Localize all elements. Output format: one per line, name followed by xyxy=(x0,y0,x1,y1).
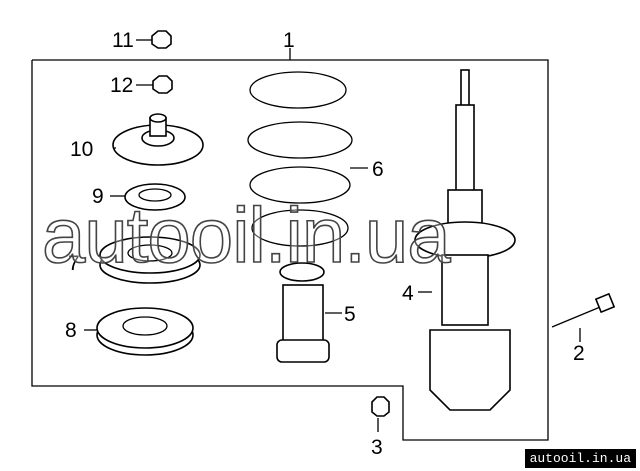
spring-seat-part[interactable] xyxy=(99,236,201,284)
nut-11-part[interactable] xyxy=(151,30,172,49)
nut-12-part[interactable] xyxy=(152,75,173,94)
upper-mount-part[interactable] xyxy=(112,113,204,166)
coil-spring-part[interactable] xyxy=(247,71,353,247)
callout-9: 9 xyxy=(92,185,104,208)
site-badge: autooil.in.ua xyxy=(524,449,636,468)
callout-3: 3 xyxy=(371,436,383,459)
callout-2: 2 xyxy=(573,342,585,365)
callout-1: 1 xyxy=(283,29,295,52)
callout-7: 7 xyxy=(68,252,80,275)
callout-12: 12 xyxy=(110,74,133,97)
callout-11: 11 xyxy=(112,29,134,52)
callout-8: 8 xyxy=(65,319,77,342)
callout-4: 4 xyxy=(402,282,414,305)
bump-stop-part[interactable] xyxy=(276,262,330,363)
watermark: autooil.in.ua xyxy=(42,191,451,279)
callout-6: 6 xyxy=(372,158,384,181)
bolt-part[interactable] xyxy=(551,292,616,328)
strut-part[interactable] xyxy=(414,69,516,411)
nut-3-part[interactable] xyxy=(371,396,390,417)
callout-5: 5 xyxy=(344,303,356,326)
assembly-frame xyxy=(31,59,549,441)
bearing-part[interactable] xyxy=(124,183,186,211)
callout-10: 10 xyxy=(70,138,93,161)
lower-insulator-part[interactable] xyxy=(96,307,194,356)
